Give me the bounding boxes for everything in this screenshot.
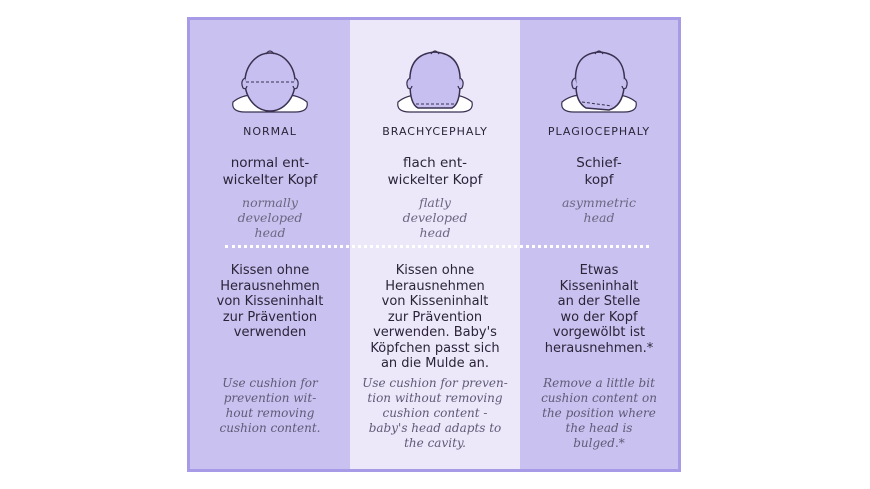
english-plagiocephaly: Remove a little bit cushion content on t… — [541, 376, 657, 450]
description-normal: Kissen ohne Herausnehmen von Kisseninhal… — [216, 263, 324, 340]
comparison-panel: NORMAL normal ent- wickelter Kopf normal… — [187, 17, 681, 472]
description-plagiocephaly: Etwas Kisseninhalt an der Stelle wo der … — [544, 263, 654, 356]
subtitle-plagiocephaly: asymmetric head — [561, 195, 637, 225]
plagiocephaly-head-icon — [561, 50, 637, 113]
column-brachycephaly: BRACHYCEPHALY flach ent- wickelter Kopf … — [350, 20, 520, 469]
title-normal: normal ent- wickelter Kopf — [222, 155, 318, 188]
english-brachycephaly: Use cushion for preven- tion without rem… — [362, 376, 508, 450]
description-brachycephaly: Kissen ohne Herausnehmen von Kisseninhal… — [370, 263, 500, 371]
column-plagiocephaly: PLAGIOCEPHALY Schief- kopf asymmetric he… — [520, 20, 678, 469]
column-normal: NORMAL normal ent- wickelter Kopf normal… — [190, 20, 350, 469]
label-plagiocephaly: PLAGIOCEPHALY — [547, 125, 651, 138]
title-brachycephaly: flach ent- wickelter Kopf — [387, 155, 483, 188]
normal-head-icon — [232, 50, 308, 113]
title-plagiocephaly: Schief- kopf — [576, 155, 622, 188]
subtitle-brachycephaly: flatly developed head — [402, 195, 468, 240]
brachycephaly-head-icon — [397, 50, 473, 113]
english-normal: Use cushion for prevention wit- hout rem… — [219, 376, 321, 435]
label-normal: NORMAL — [243, 125, 297, 138]
subtitle-normal: normally developed head — [237, 195, 303, 240]
dotted-divider — [225, 245, 649, 248]
label-brachycephaly: BRACHYCEPHALY — [382, 125, 488, 138]
